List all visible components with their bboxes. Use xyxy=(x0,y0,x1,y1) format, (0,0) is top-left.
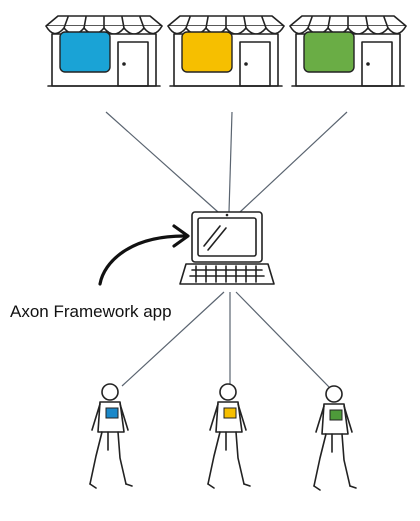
link-user-3 xyxy=(235,291,331,389)
link-store-3 xyxy=(239,111,348,213)
store-1 xyxy=(45,15,163,87)
store-3 xyxy=(289,15,407,87)
store-2 xyxy=(167,15,285,87)
user-3 xyxy=(313,385,357,491)
link-store-2 xyxy=(228,111,233,213)
app-caption: Axon Framework app xyxy=(10,302,172,321)
user-1 xyxy=(89,383,133,489)
user-shirt-logo xyxy=(105,407,119,419)
store-window xyxy=(59,31,111,73)
link-user-1 xyxy=(121,291,225,387)
curved-arrow-icon xyxy=(98,224,190,286)
laptop-icon xyxy=(179,211,275,285)
store-window xyxy=(303,31,355,73)
store-window xyxy=(181,31,233,73)
link-store-1 xyxy=(105,111,219,213)
user-shirt-logo xyxy=(329,409,343,421)
user-2 xyxy=(207,383,251,489)
user-shirt-logo xyxy=(223,407,237,419)
